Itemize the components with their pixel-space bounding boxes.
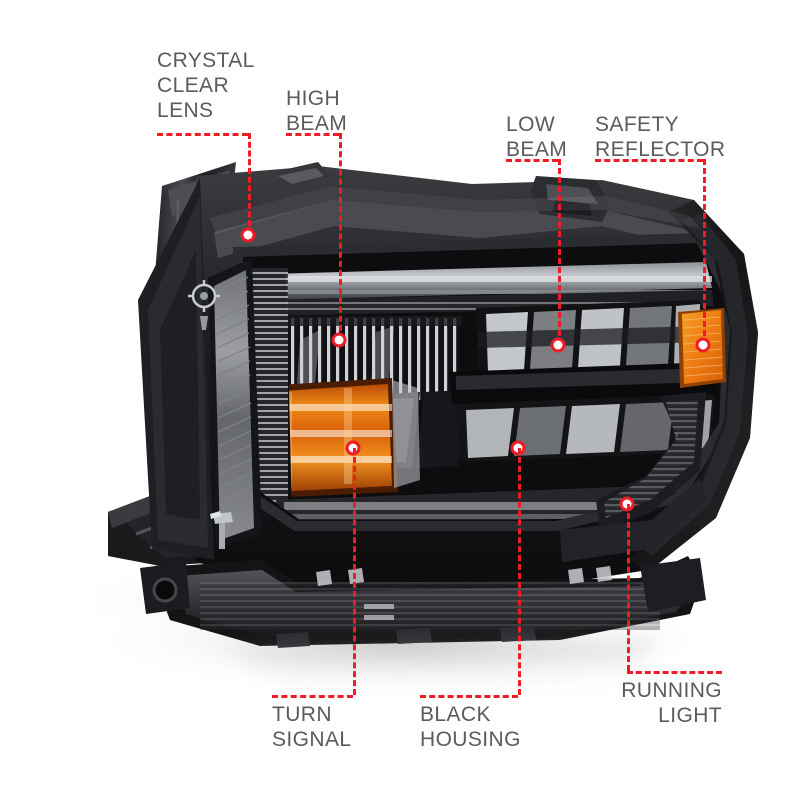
- leader-line-crystal-clear-lens-horizontal: [157, 133, 248, 136]
- leader-line-running-light-vertical: [627, 504, 630, 671]
- leader-line-turn-signal-vertical: [353, 448, 356, 695]
- leader-line-high-beam-horizontal: [286, 133, 339, 136]
- callout-dot-crystal-clear-lens[interactable]: [240, 227, 256, 243]
- leader-line-safety-reflector-horizontal: [595, 159, 703, 162]
- leader-line-turn-signal-horizontal: [272, 695, 353, 698]
- callout-label-high-beam: HIGH BEAM: [286, 87, 348, 135]
- callout-label-crystal-clear-lens: CRYSTAL CLEAR LENS: [157, 49, 255, 122]
- callout-label-turn-signal: TURN SIGNAL: [272, 703, 352, 751]
- callout-label-low-beam: LOW BEAM: [506, 113, 568, 161]
- callout-label-running-light: RUNNING LIGHT: [621, 679, 722, 727]
- leader-line-high-beam-vertical: [339, 133, 342, 340]
- leader-line-running-light-horizontal: [627, 671, 722, 674]
- callout-dot-low-beam[interactable]: [550, 337, 566, 353]
- leader-line-crystal-clear-lens-vertical: [248, 133, 251, 235]
- callout-label-safety-reflector: SAFETY REFLECTOR: [595, 113, 726, 161]
- callout-dot-safety-reflector[interactable]: [695, 337, 711, 353]
- leader-line-low-beam-horizontal: [506, 159, 558, 162]
- leader-line-low-beam-vertical: [558, 159, 561, 345]
- callout-label-black-housing: BLACK HOUSING: [420, 703, 521, 751]
- leader-line-black-housing-vertical: [518, 448, 521, 695]
- leader-line-safety-reflector-vertical: [703, 159, 706, 345]
- callout-dot-high-beam[interactable]: [331, 332, 347, 348]
- leader-line-black-housing-horizontal: [420, 695, 518, 698]
